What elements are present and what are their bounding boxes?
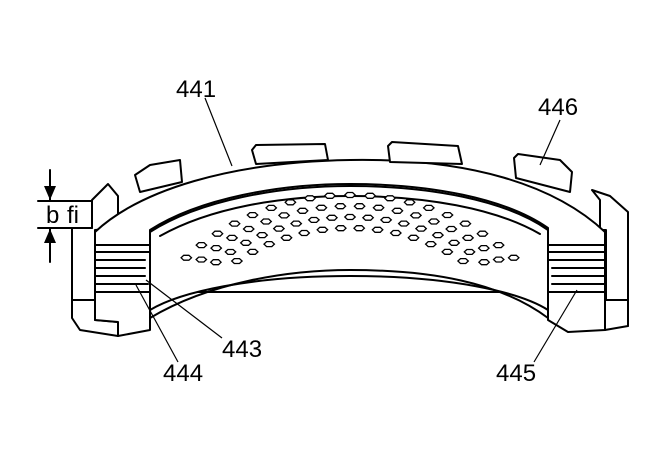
friction-hex-cell <box>315 204 328 211</box>
callout-443: 443 <box>222 336 262 363</box>
friction-hex-cell <box>461 234 475 242</box>
friction-hex-cell <box>277 212 291 219</box>
friction-hex-cell <box>334 225 347 232</box>
friction-hex-cell <box>343 213 357 221</box>
friction-hex-cell <box>445 225 458 233</box>
friction-hex-cell <box>195 241 208 249</box>
friction-hex-cell <box>259 218 273 225</box>
friction-hex-cell <box>456 257 470 265</box>
friction-hex-cell <box>441 248 454 255</box>
friction-hex-cell <box>290 220 303 227</box>
friction-hex-cell <box>298 229 311 237</box>
friction-hex-cell <box>280 234 293 241</box>
friction-plate-pattern <box>180 191 520 266</box>
friction-hex-cell <box>246 211 259 219</box>
friction-hex-cell <box>296 207 309 214</box>
friction-hex-cell <box>427 218 441 225</box>
friction-hex-cell <box>422 204 435 212</box>
friction-hex-cell <box>477 259 491 266</box>
friction-hex-cell <box>389 229 402 237</box>
friction-hex-cell <box>195 256 208 263</box>
friction-hex-cell <box>363 192 377 199</box>
friction-hex-cell <box>263 240 276 248</box>
friction-hex-cell <box>343 191 357 199</box>
friction-hex-cell <box>272 225 286 232</box>
friction-hex-cell <box>255 231 269 239</box>
callout-445: 445 <box>496 360 536 387</box>
friction-hex-cell <box>316 226 329 233</box>
friction-hex-cell <box>180 254 193 261</box>
friction-hex-cell <box>307 216 321 224</box>
friction-hex-cell <box>284 199 297 206</box>
friction-hex-cell <box>224 248 237 256</box>
friction-hex-cell <box>431 231 445 239</box>
friction-hex-cell <box>372 204 385 211</box>
friction-hex-cell <box>246 248 259 255</box>
friction-hex-cell <box>353 225 366 232</box>
leader-lines <box>135 97 578 363</box>
friction-hex-cell <box>225 234 239 242</box>
friction-hex-cell <box>414 225 428 232</box>
friction-hex-cell <box>441 211 454 219</box>
outer-ring-teeth <box>134 141 573 193</box>
friction-hex-cell <box>211 230 224 237</box>
friction-hex-cell <box>303 195 317 202</box>
friction-hex-cell <box>403 199 416 206</box>
friction-hex-cell <box>507 254 520 261</box>
friction-hex-cell <box>265 204 278 212</box>
friction-hex-cell <box>371 226 384 233</box>
dimension-fi-label: fi <box>67 202 79 229</box>
friction-hex-cell <box>424 240 437 248</box>
plate-stack-left <box>94 244 151 293</box>
friction-hex-cell <box>325 214 339 221</box>
dimension-b-label: b <box>46 202 59 229</box>
friction-hex-cell <box>323 192 337 199</box>
friction-hex-cell <box>353 203 366 210</box>
friction-hex-cell <box>334 203 347 210</box>
friction-hex-cell <box>447 239 461 246</box>
friction-hex-cell <box>228 220 241 227</box>
friction-hex-cell <box>459 220 472 227</box>
friction-hex-cell <box>239 239 253 246</box>
callout-441: 441 <box>176 76 216 103</box>
friction-hex-cell <box>209 259 223 266</box>
friction-hex-cell <box>361 214 375 221</box>
friction-hex-cell <box>230 257 244 265</box>
friction-hex-cell <box>397 220 410 227</box>
friction-hex-cell <box>242 225 255 233</box>
friction-hex-cell <box>379 216 393 224</box>
plate-stack-right <box>547 244 606 293</box>
friction-hex-cell <box>463 248 476 256</box>
friction-hex-cell <box>210 244 223 252</box>
friction-hex-cell <box>391 207 404 214</box>
friction-hex-cell <box>476 230 489 237</box>
dimension-arrow-icon <box>37 169 93 263</box>
friction-hex-cell <box>409 212 423 219</box>
inner-lower-arc <box>149 269 549 319</box>
friction-hex-cell <box>477 244 490 252</box>
housing-base <box>71 291 629 337</box>
friction-hex-cell <box>407 234 420 241</box>
callout-446: 446 <box>538 94 578 121</box>
callout-444: 444 <box>163 360 203 387</box>
friction-hex-cell <box>383 195 397 202</box>
friction-hex-cell <box>492 241 505 249</box>
friction-hex-cell <box>492 256 505 263</box>
